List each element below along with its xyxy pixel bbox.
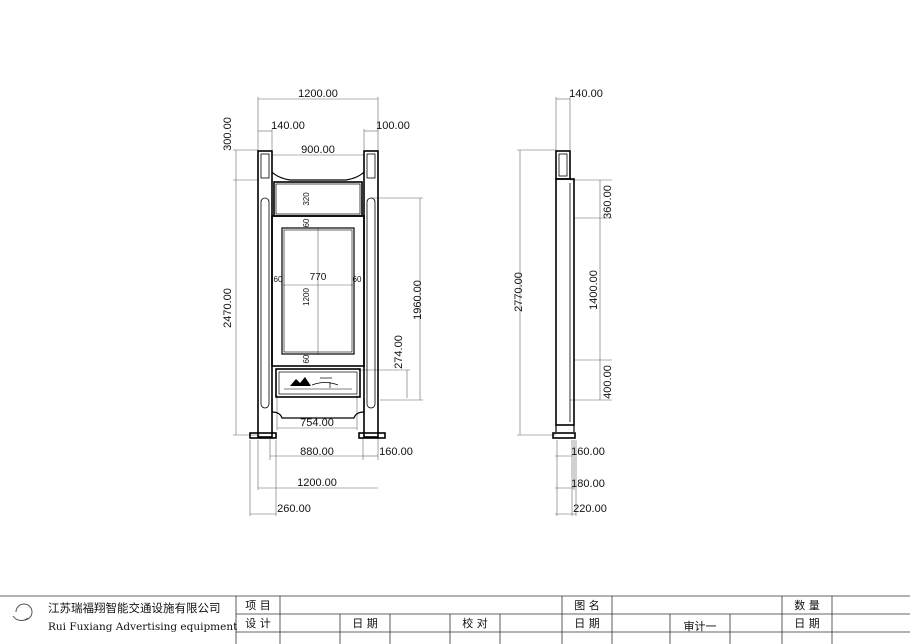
side-dim-total-height: 2770.00 <box>513 272 525 312</box>
dim-frame-top: 60 <box>302 218 311 227</box>
date-label-1: 日 期 <box>352 617 378 630</box>
front-view: 1200.00 140.00 100.00 900.00 300.00 2470… <box>222 88 424 516</box>
title-block: 江苏瑞福翔智能交通设施有限公司 Rui Fuxiang Advertising … <box>0 595 910 644</box>
dim-frame-right: 60 <box>353 275 362 284</box>
company-logo-icon <box>12 603 33 622</box>
side-dim-upper: 360.00 <box>602 185 614 219</box>
company-name-cn: 江苏瑞福翔智能交通设施有限公司 <box>48 601 221 615</box>
side-dim-base-1: 160.00 <box>571 446 605 458</box>
side-dim-base-2: 180.00 <box>571 478 605 490</box>
side-dimension-lines <box>517 97 612 516</box>
dim-panel-width: 770 <box>310 272 327 283</box>
side-view: 140.00 2770.00 360.00 1400.00 400.00 160… <box>513 88 614 516</box>
dim-base-foot: 260.00 <box>277 503 311 515</box>
dim-top-height: 300.00 <box>222 117 234 151</box>
front-dimension-lines <box>233 97 423 516</box>
project-label: 项 目 <box>245 599 271 612</box>
dim-bottom-panel: 274.00 <box>393 335 405 369</box>
dim-total-width: 1200.00 <box>298 88 338 100</box>
quantity-label: 数 量 <box>794 599 820 612</box>
drawing-name-label: 图 名 <box>574 598 600 612</box>
dim-post-offset: 100.00 <box>376 120 410 132</box>
dim-top-span: 900.00 <box>301 144 335 156</box>
side-dim-lower: 400.00 <box>602 365 614 399</box>
landscape-motif-icon <box>284 377 352 390</box>
dim-right-height: 1960.00 <box>412 280 424 320</box>
dim-base-post: 160.00 <box>379 446 413 458</box>
company-name-en: Rui Fuxiang Advertising equipment <box>48 621 238 633</box>
dim-base-total: 1200.00 <box>297 477 337 489</box>
dim-bottom-width: 754.00 <box>300 417 334 429</box>
dim-panel-height: 1200 <box>302 288 311 306</box>
dim-overall-height: 2470.00 <box>222 288 234 328</box>
side-structure <box>552 150 576 439</box>
side-dim-top-width: 140.00 <box>569 88 603 100</box>
dim-frame-bottom: 60 <box>302 354 311 363</box>
design-label: 设 计 <box>245 617 271 630</box>
dim-base-inner: 880.00 <box>300 446 334 458</box>
side-dim-middle: 1400.00 <box>588 270 600 310</box>
side-dim-base-3: 220.00 <box>573 503 607 515</box>
date-label-3: 日 期 <box>794 617 820 630</box>
review-label: 审计一 <box>684 619 717 633</box>
date-label-2: 日 期 <box>574 617 600 630</box>
dim-post-width: 140.00 <box>271 120 305 132</box>
dim-header-height: 320 <box>302 192 311 206</box>
front-structure <box>249 150 386 439</box>
check-label: 校 对 <box>462 616 488 630</box>
dim-frame-left: 60 <box>274 275 283 284</box>
